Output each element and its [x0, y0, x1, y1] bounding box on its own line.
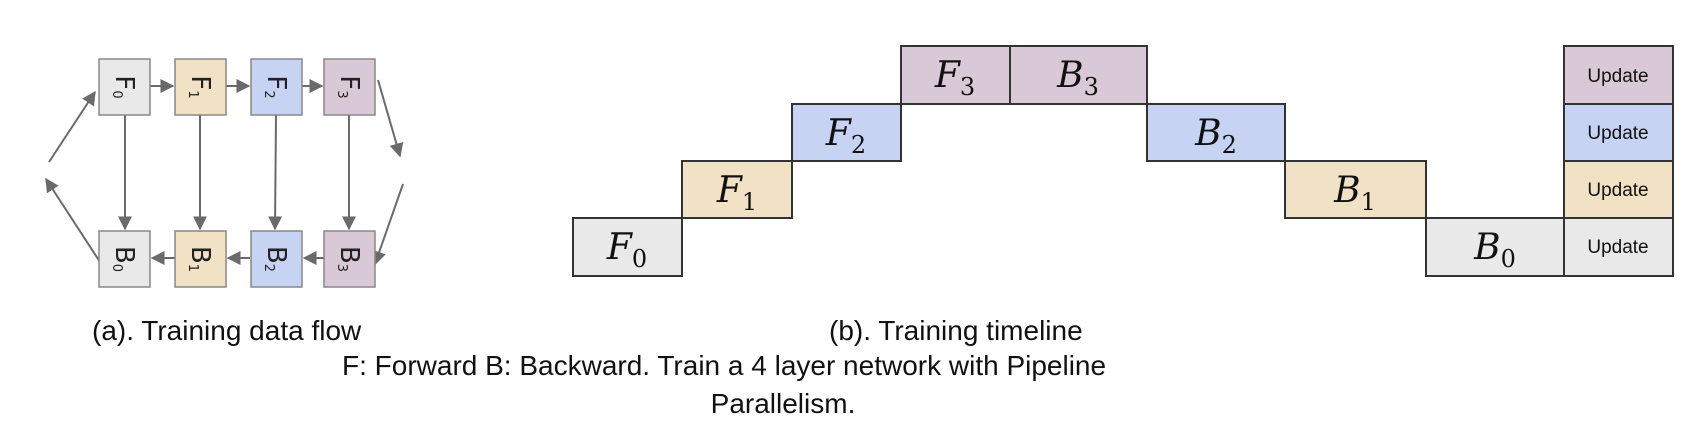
arrow-loop-in [48, 90, 96, 163]
flow-box-b3 [323, 230, 376, 288]
flow-label-b0: B0 [110, 246, 140, 272]
timeline-label-b0: B0 [1473, 227, 1516, 273]
caption-line-2: Parallelism. [711, 388, 856, 419]
flow-box-f0 [98, 58, 151, 116]
dataflow-diagram: F0 F1 F2 F3 B0 B1 B2 B3 [45, 58, 404, 288]
timeline-box-f3 [900, 45, 1011, 105]
flow-box-f1 [174, 58, 227, 116]
update-box-layer2 [1563, 103, 1674, 162]
timeline-label-b1: B1 [1333, 170, 1376, 216]
arrow-loop-right-down [377, 79, 404, 158]
flow-box-b0 [98, 230, 151, 288]
timeline-box-f2 [791, 103, 902, 162]
timeline-label-f0: F0 [606, 227, 647, 273]
update-label-layer3: Update [1587, 66, 1648, 87]
arrow-loop-out [45, 177, 101, 263]
flow-box-b2 [250, 230, 303, 288]
caption-timeline: (b). Training timeline [829, 315, 1083, 346]
caption-dataflow: (a). Training data flow [92, 315, 362, 346]
timeline-labels: F0 F1 F2 F3 B3 B2 B1 B0 Update Update Up… [606, 55, 1649, 273]
flow-label-b2: B2 [262, 246, 292, 272]
flow-label-f0: F0 [110, 75, 140, 98]
caption-line-1: F: Forward B: Backward. Train a 4 layer … [342, 350, 1106, 381]
arrow-f2-b2 [268, 114, 283, 231]
timeline-diagram [572, 45, 1674, 277]
flow-label-f2: F2 [262, 75, 292, 98]
timeline-label-b3: B3 [1056, 55, 1099, 101]
update-box-layer0 [1563, 217, 1674, 277]
update-label-layer1: Update [1587, 180, 1648, 201]
flow-box-b1 [174, 230, 227, 288]
timeline-label-f3: F3 [934, 55, 975, 101]
flow-label-b3: B3 [335, 246, 365, 272]
flow-box-f3 [323, 58, 376, 116]
update-label-layer2: Update [1587, 123, 1648, 144]
timeline-box-b2 [1146, 103, 1286, 162]
timeline-label-f2: F2 [825, 113, 866, 159]
timeline-label-b2: B2 [1194, 113, 1237, 159]
timeline-box-b0 [1425, 217, 1565, 277]
dataflow-arrows [45, 79, 404, 266]
flow-label-f3: F3 [335, 75, 365, 98]
timeline-box-b1 [1284, 160, 1427, 219]
flow-label-f1: F1 [186, 75, 216, 98]
update-box-layer1 [1563, 160, 1674, 219]
timeline-box-f1 [681, 160, 793, 219]
timeline-label-f1: F1 [716, 170, 757, 216]
flow-label-b1: B1 [186, 246, 216, 272]
flow-box-f2 [250, 58, 303, 116]
arrow-loop-right-back [372, 183, 404, 266]
update-label-layer0: Update [1587, 237, 1648, 258]
timeline-box-b3 [1009, 45, 1148, 105]
update-box-layer3 [1563, 45, 1674, 105]
timeline-box-f0 [572, 217, 683, 277]
